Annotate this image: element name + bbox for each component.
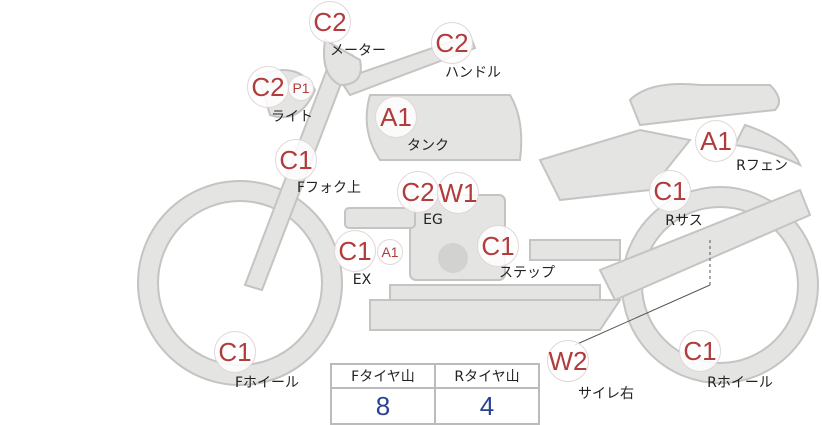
part-label: Rサス [665, 213, 703, 229]
damage-marker: C1 [679, 330, 721, 372]
damage-marker: C2 [247, 66, 289, 108]
damage-marker: C1 [275, 139, 317, 181]
front-tire-value: 8 [330, 387, 436, 425]
damage-marker: C2 [397, 171, 439, 213]
part-label: Fフォク上 [296, 180, 362, 196]
part-label: タンク [407, 138, 449, 154]
damage-sub-marker: A1 [377, 239, 403, 265]
part-label: Fホイール [234, 375, 300, 391]
rear-tire-header: Rタイヤ山 [434, 363, 540, 389]
damage-marker: C1 [649, 170, 691, 212]
damage-marker: A1 [375, 96, 417, 138]
damage-marker: C1 [477, 225, 519, 267]
damage-sub-marker: P1 [288, 75, 314, 101]
front-tire-header: Fタイヤ山 [330, 363, 436, 389]
damage-marker: C2 [431, 22, 473, 64]
part-label: Rホイール [707, 375, 773, 391]
damage-marker: A1 [695, 120, 737, 162]
part-label: EX [352, 272, 372, 288]
part-label: EG [423, 212, 443, 228]
damage-marker: C1 [214, 331, 256, 373]
part-label: サイレ右 [578, 386, 634, 402]
part-label: ステップ [499, 265, 555, 281]
part-label: ライト [271, 109, 313, 125]
part-label: メーター [330, 43, 386, 59]
rear-tire-value: 4 [434, 387, 540, 425]
damage-marker: C2 [309, 1, 351, 43]
part-label: Rフェン [736, 158, 788, 174]
part-label: ハンドル [445, 65, 501, 81]
damage-marker: C1 [334, 230, 376, 272]
damage-marker: W2 [547, 340, 589, 382]
damage-sub-marker: W1 [437, 172, 479, 214]
